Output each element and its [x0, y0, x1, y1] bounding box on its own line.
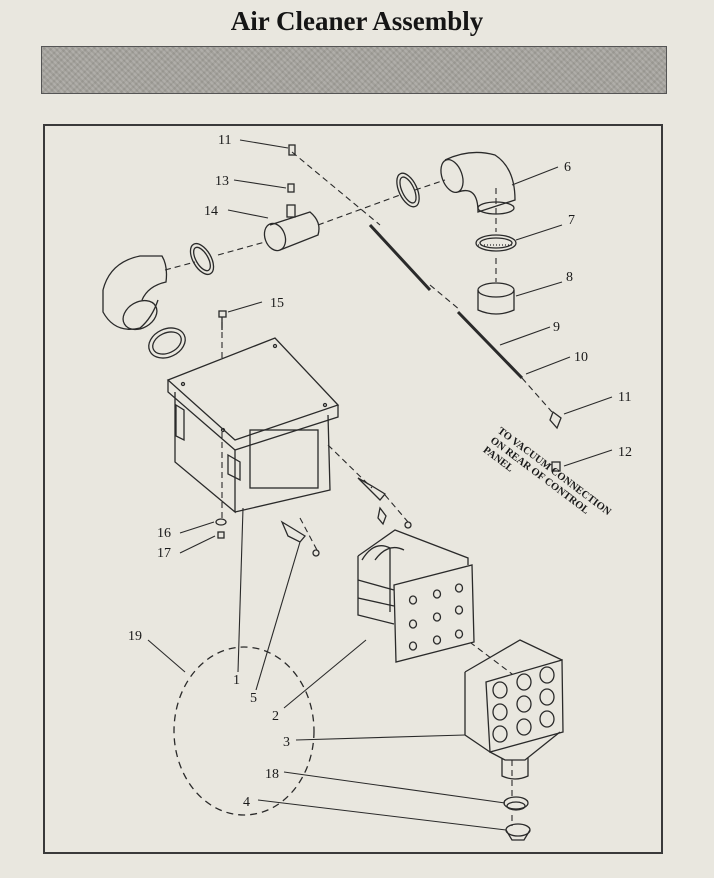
- callout-19: 19: [128, 629, 142, 644]
- page-title: Air Cleaner Assembly: [230, 6, 484, 36]
- assembly-dashed-lines: [164, 151, 553, 826]
- clamp-right: [396, 172, 420, 208]
- callout-12: 12: [618, 445, 632, 460]
- callout-3: 3: [283, 735, 290, 750]
- callout-1: 1: [233, 673, 240, 688]
- callout-11-right: 11: [618, 390, 631, 405]
- screw: [218, 310, 227, 330]
- filter-cartridge: [357, 529, 475, 663]
- bottom-cap: [505, 823, 531, 841]
- diagram-frame: [43, 124, 663, 854]
- callout-5: 5: [250, 691, 257, 706]
- sleeve: [477, 282, 515, 315]
- note-line-2: ON REAR OF CONTROL: [488, 435, 591, 516]
- callout-11-top: 11: [218, 133, 231, 148]
- vacuum-connection-note: TO VACUUM CONNECTION ON REAR OF CONTROL …: [481, 426, 613, 519]
- callout-4: 4: [243, 795, 250, 810]
- filter-holes: [408, 583, 464, 651]
- callout-17: 17: [157, 546, 171, 561]
- title-banner: [41, 46, 667, 94]
- callout-10: 10: [574, 350, 588, 365]
- callout-9: 9: [553, 320, 560, 335]
- washer-nut: [215, 518, 227, 539]
- callout-8: 8: [566, 270, 573, 285]
- callout-13: 13: [215, 174, 229, 189]
- callout-15: 15: [270, 296, 284, 311]
- leader-lines: [147, 139, 613, 831]
- note-line-1: TO VACUUM CONNECTION: [495, 426, 613, 519]
- clamp-left: [189, 242, 215, 276]
- callout-18: 18: [265, 767, 279, 782]
- callout-2: 2: [272, 709, 279, 724]
- right-elbow: [440, 151, 516, 215]
- clamp-ring: [475, 234, 517, 252]
- callout-6: 6: [564, 160, 571, 175]
- tee-fitting: [263, 144, 320, 252]
- latch: [280, 477, 412, 557]
- callout-14: 14: [204, 204, 218, 219]
- callout-16: 16: [157, 526, 171, 541]
- bottom-clamp: [503, 796, 529, 811]
- callout-7: 7: [568, 213, 575, 228]
- left-elbow: [102, 255, 186, 359]
- hose-fitting: [549, 410, 562, 472]
- collector-box: [464, 639, 564, 780]
- air-cleaner-housing: [166, 337, 340, 514]
- detail-circle: [173, 646, 315, 816]
- vacuum-hose: [368, 223, 524, 380]
- collector-holes: [492, 666, 555, 743]
